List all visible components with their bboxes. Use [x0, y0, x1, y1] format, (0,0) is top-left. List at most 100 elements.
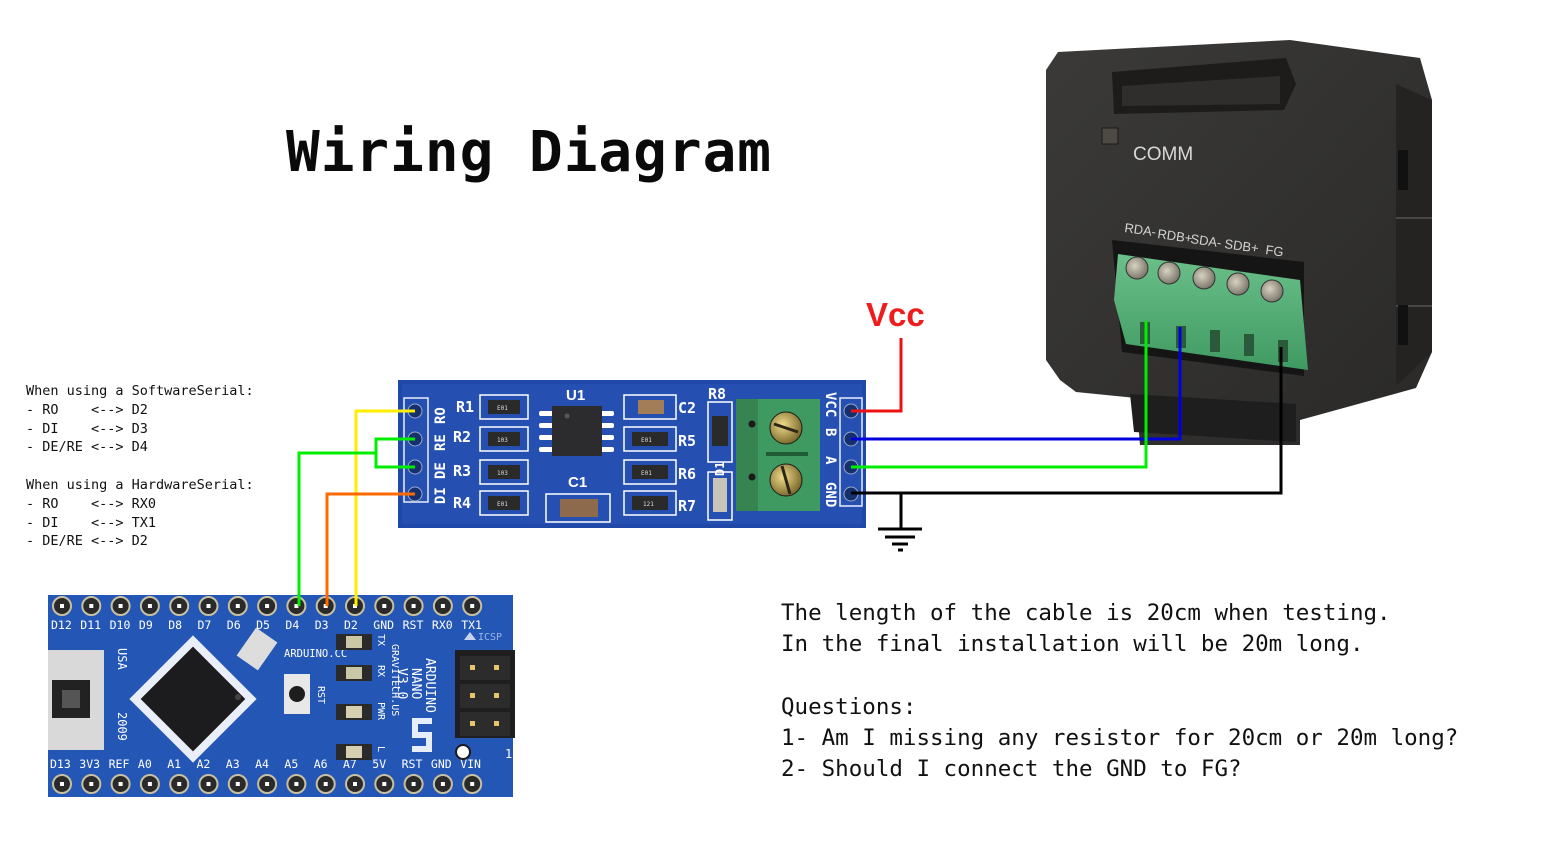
code-r6: E01 — [641, 470, 652, 477]
silk-nano: NANO — [408, 668, 423, 699]
wire-a-to-rda — [851, 321, 1148, 469]
led-pwr — [346, 706, 362, 718]
pin-label-a3: A3 — [226, 757, 240, 771]
label-u1: U1 — [566, 387, 585, 404]
silk-l: L — [375, 746, 386, 752]
label-r5: R5 — [678, 432, 696, 450]
software-serial-heading: When using a SoftwareSerial: — [26, 383, 254, 399]
led-l — [346, 746, 362, 758]
pin-label-d7: D7 — [198, 618, 212, 632]
max485-chip — [539, 406, 614, 456]
pin-label-a6: A6 — [314, 757, 328, 771]
software-serial-di: - DI <--> D3 — [26, 420, 148, 437]
right-components — [623, 394, 677, 516]
screw-fg — [1260, 279, 1284, 303]
pin-label-tx1: TX1 — [461, 618, 482, 632]
capacitor-c2 — [638, 400, 664, 414]
pin-label-a5: A5 — [284, 757, 298, 771]
resistor-r4 — [488, 496, 520, 510]
wire-b-to-rdb — [851, 327, 1182, 441]
label-r6: R6 — [678, 465, 696, 483]
label-r3: R3 — [453, 462, 471, 480]
resistor-r1 — [488, 400, 520, 414]
wire-ro-to-d2 — [354, 409, 415, 606]
left-resistors — [479, 394, 529, 516]
pin-mapping-notes: When using a SoftwareSerial:- RO <--> D2… — [26, 382, 254, 551]
pin-label-gnd: GND — [431, 757, 452, 771]
pin-label-d13: D13 — [50, 757, 71, 771]
screw-sda — [1192, 266, 1216, 290]
questions-heading: Questions: — [781, 693, 917, 720]
silk-arduino-cc: ARDUINO.CC — [284, 648, 347, 660]
status-leds — [336, 634, 372, 760]
wires — [297, 321, 1283, 606]
pin-label-d6: D6 — [227, 618, 241, 632]
wire-gnd-to-fg — [851, 347, 1283, 495]
arduino-top-pin-row — [52, 596, 483, 616]
question-2: 2- Should I connect the GND to FG? — [781, 756, 1242, 783]
arduino-bottom-pin-row — [52, 774, 483, 794]
comm-led-label: COMM — [1133, 144, 1193, 165]
hardware-serial-di: - DI <--> TX1 — [26, 514, 157, 531]
led-d1 — [713, 478, 727, 512]
wire-dere-to-d4 — [297, 451, 376, 606]
pin-label-d9: D9 — [139, 618, 153, 632]
rs485-module: RO RE DE DI R1 R2 R3 R4 E01 103 103 E01 — [398, 380, 866, 528]
label-r8: R8 — [708, 385, 726, 403]
silk-ro: RO — [433, 407, 449, 424]
arduino-pcb — [48, 595, 513, 797]
hardware-serial-dere: - DE/RE <--> D2 — [26, 533, 148, 550]
wire-di-to-d3 — [325, 492, 415, 606]
screw-sdb — [1226, 272, 1250, 296]
silk-gnd: GND — [822, 482, 838, 507]
led-rx — [346, 667, 362, 679]
plc-terminal-labels: RDA- RDB+ SDA- SDB+ FG — [1124, 220, 1285, 259]
code-r2: 103 — [497, 437, 508, 444]
label-r7: R7 — [678, 497, 696, 515]
silk-rst: RST — [315, 686, 326, 704]
silk-re: RE — [433, 434, 449, 451]
pin-label-rx0: RX0 — [432, 618, 453, 632]
silk-rx: RX — [375, 665, 386, 677]
pin-label-d8: D8 — [168, 618, 182, 632]
terminal-label-fg: FG — [1265, 242, 1285, 259]
terminal-label-sda: SDA- — [1190, 231, 1223, 250]
resistor-r3 — [488, 465, 520, 479]
capacitor-c1 — [560, 499, 598, 517]
resistor-r2 — [488, 432, 520, 446]
label-d1: D1 — [713, 462, 727, 476]
plc-side-slot-bottom — [1398, 305, 1408, 345]
label-r4: R4 — [453, 494, 471, 512]
resistor-r8 — [712, 416, 728, 446]
pin-label-a7: A7 — [343, 757, 357, 771]
pin-label-ref: REF — [109, 757, 130, 771]
silk-tx: TX — [375, 634, 386, 646]
silk-pwr: PWR — [375, 702, 386, 721]
pin-label-a2: A2 — [197, 757, 211, 771]
silk-icsp-pin1: 1 — [505, 747, 512, 761]
terminal-label-rda: RDA- — [1124, 220, 1158, 239]
pin-label-d10: D10 — [110, 618, 131, 632]
gravitech-logo — [412, 718, 432, 752]
silk-usa: USA — [115, 648, 129, 670]
pin-label-d11: D11 — [80, 618, 101, 632]
pin-label-d12: D12 — [51, 618, 72, 632]
plc-bottom-latch — [1130, 394, 1296, 442]
right-header-pins — [843, 403, 859, 502]
pin-label-d5: D5 — [256, 618, 270, 632]
label-r1: R1 — [456, 398, 474, 416]
silk-vcc: VCC — [822, 392, 838, 417]
resistor-r7 — [632, 496, 668, 510]
resistor-r6 — [632, 465, 668, 479]
pin-label-a1: A1 — [167, 757, 181, 771]
cable-notes-and-questions: The length of the cable is 20cm when tes… — [781, 598, 1458, 785]
code-r7: 121 — [643, 501, 654, 508]
code-r5: E01 — [641, 437, 652, 444]
code-r3: 103 — [497, 470, 508, 477]
screw-rdb — [1157, 261, 1181, 285]
code-r1: E01 — [497, 405, 508, 412]
pin-label-a4: A4 — [255, 757, 269, 771]
crystal-oscillator — [236, 627, 278, 671]
